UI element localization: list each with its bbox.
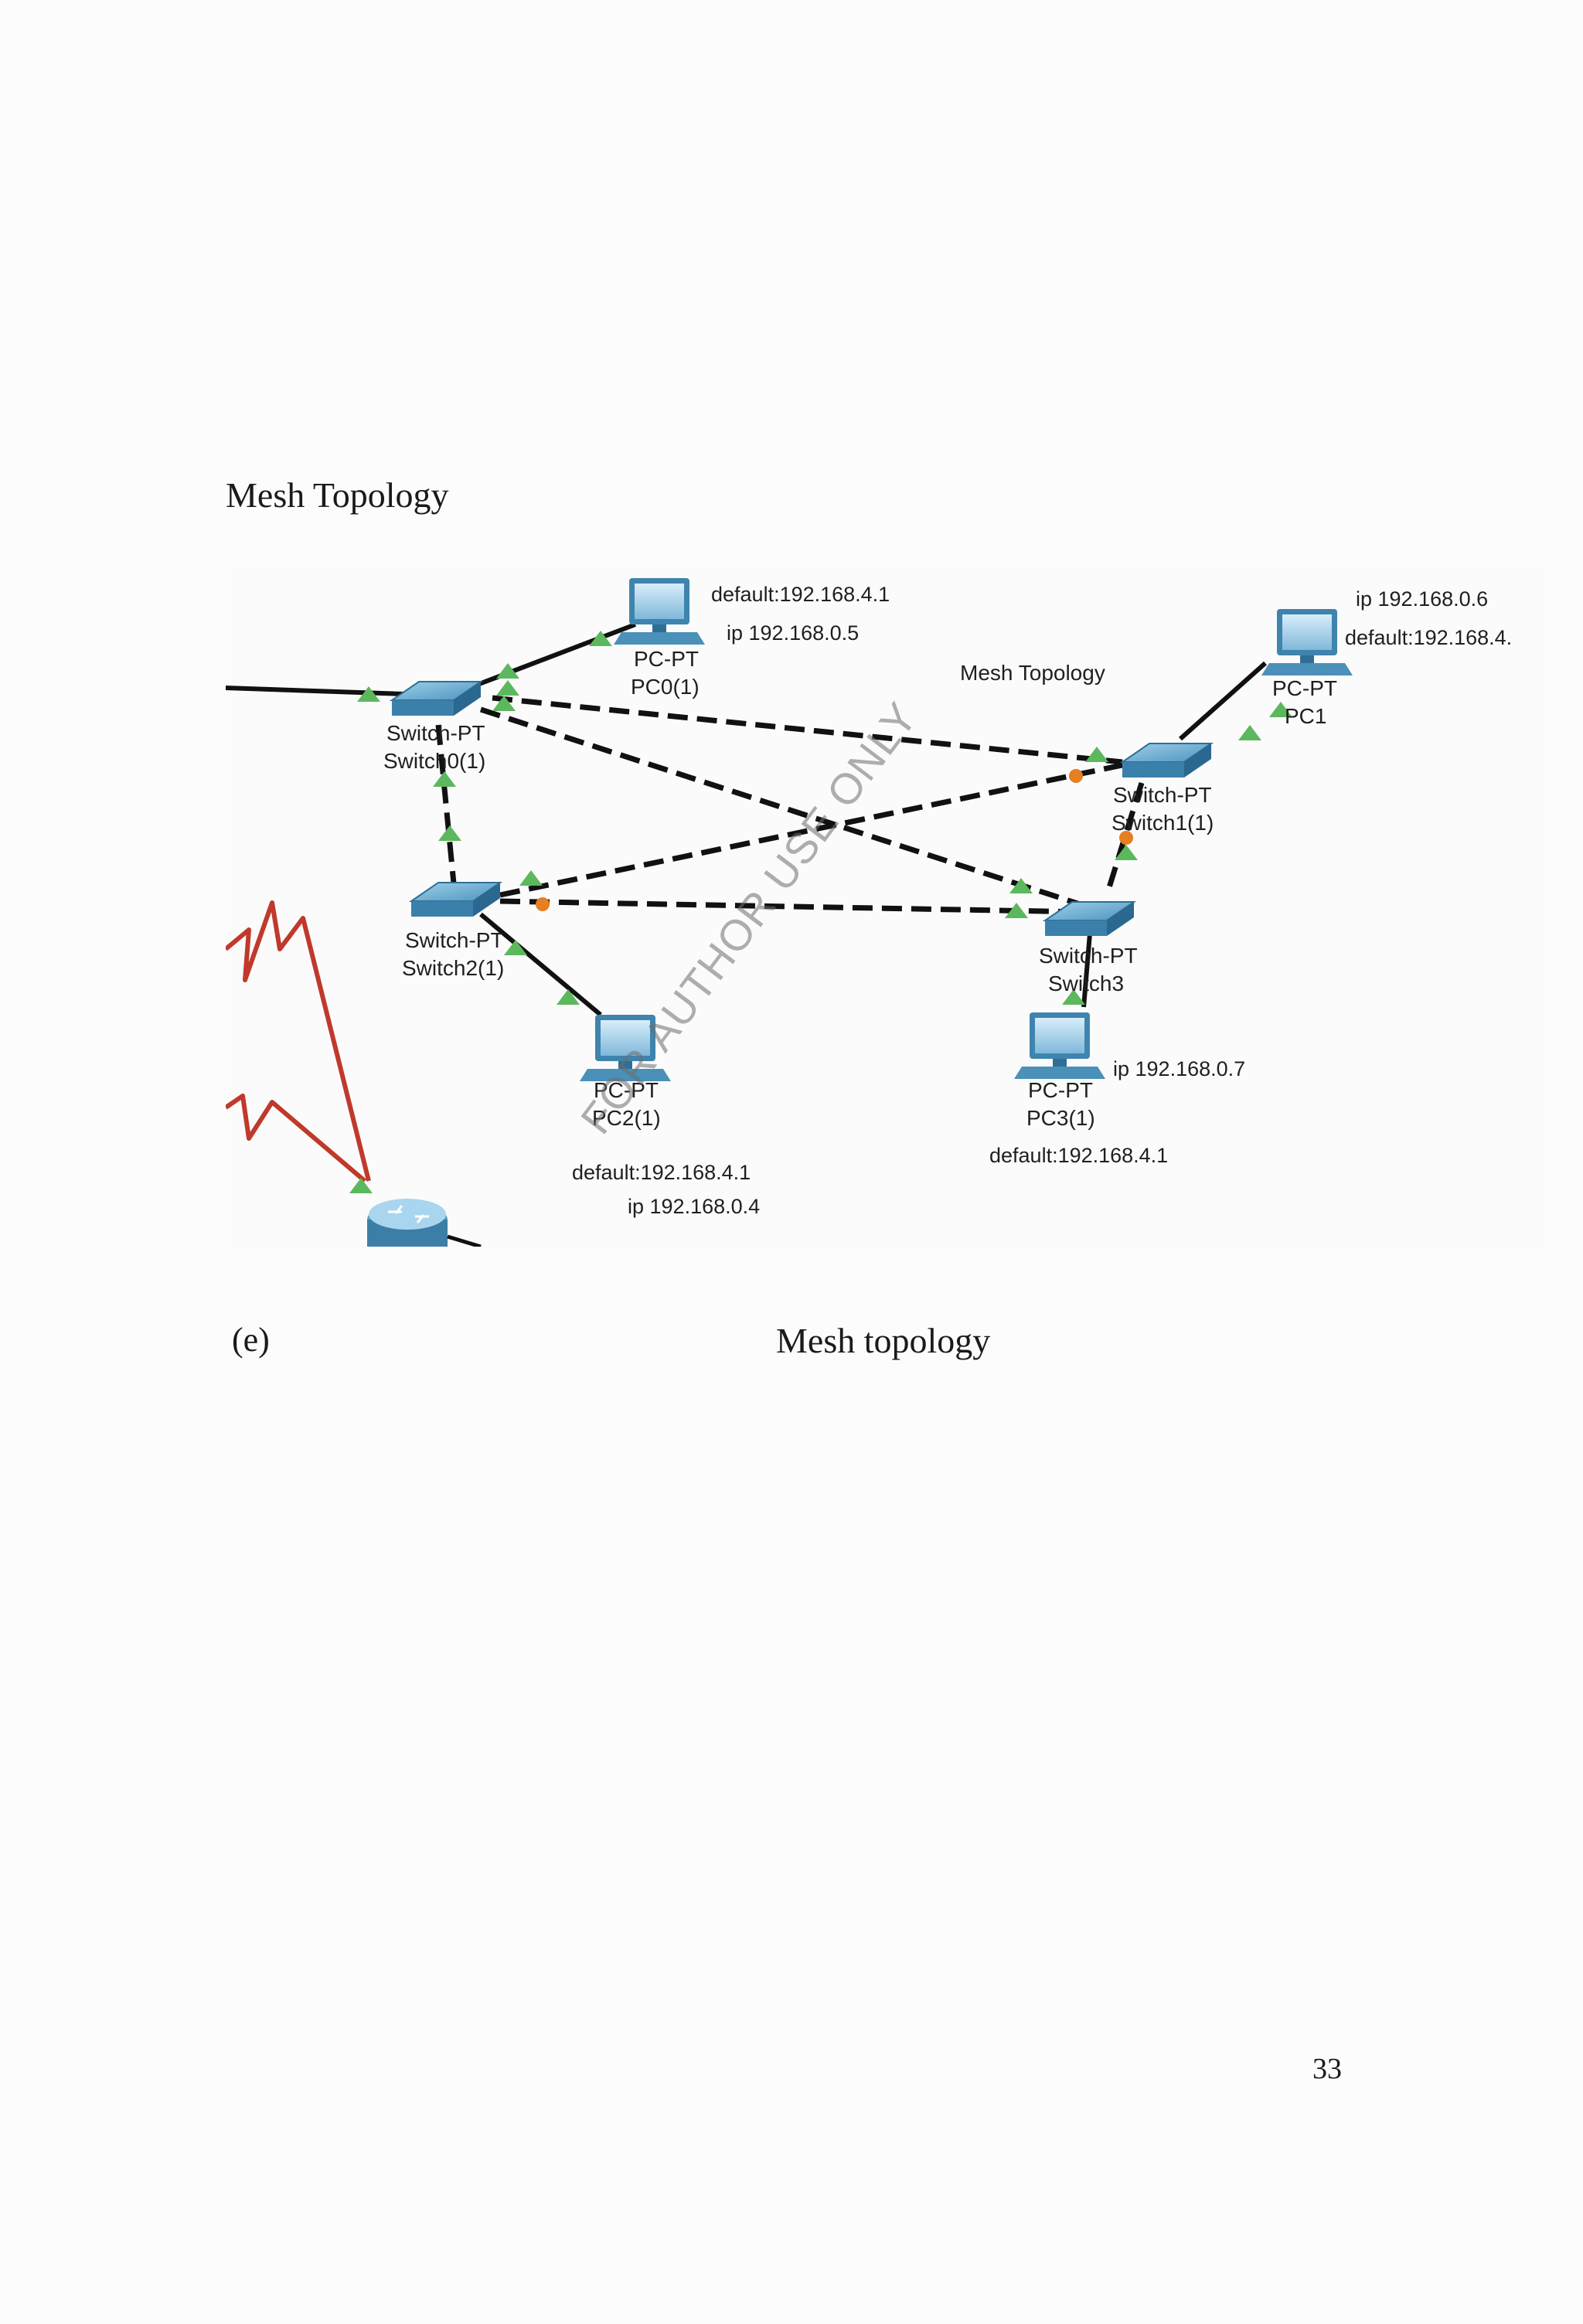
pc1-ip-address: ip 192.168.0.6	[1356, 587, 1488, 611]
switch2-name-label: Switch2(1)	[402, 956, 504, 980]
link-switch0-switch3	[479, 706, 1101, 914]
uplink-cable	[226, 686, 404, 696]
link-up-marker	[438, 825, 461, 841]
switch-icon-switch1	[1119, 743, 1214, 778]
pc2-name-label: PC2(1)	[592, 1106, 661, 1130]
link-up-marker	[349, 1178, 373, 1193]
link-pending-marker	[536, 897, 550, 911]
switch0-name-label: Switch0(1)	[383, 749, 485, 773]
switch-icon-switch3	[1042, 901, 1137, 936]
link-switch0-switch2	[435, 724, 457, 884]
page-number: 33	[1312, 2053, 1342, 2085]
switch-icon-switch0	[389, 681, 484, 716]
link-up-marker	[492, 696, 516, 711]
pc-icon-pc1	[1261, 609, 1353, 675]
link-up-marker	[1085, 747, 1108, 762]
pc3-default-gateway: default:192.168.4.1	[989, 1144, 1168, 1167]
pc-icon-pc0	[614, 578, 705, 645]
pc2-default-gateway: default:192.168.4.1	[572, 1161, 751, 1184]
link-up-marker	[519, 870, 543, 886]
link-switch1-switch3	[1104, 781, 1145, 897]
pc0-default-gateway: default:192.168.4.1	[711, 583, 890, 606]
link-switch3-pc3	[1081, 933, 1092, 1008]
switch1-type-label: Switch-PT	[1113, 783, 1212, 807]
serial-link-upper	[226, 900, 371, 1182]
link-up-marker	[1005, 903, 1028, 918]
mesh-topology-figure: Mesh Topology Switch-PT Switch0(1) Switc…	[226, 563, 1546, 1247]
link-up-marker	[1238, 725, 1261, 740]
pc0-name-label: PC0(1)	[631, 675, 700, 699]
switch-icon-switch2	[408, 882, 503, 917]
pc-icon-pc2	[580, 1015, 671, 1081]
link-up-marker	[496, 663, 519, 679]
pc-icon-pc3	[1014, 1012, 1105, 1079]
pc1-name-label: PC1	[1285, 704, 1326, 728]
link-pending-marker	[1119, 831, 1133, 845]
router-icon	[367, 1199, 482, 1247]
link-up-marker	[1009, 878, 1033, 893]
figure-caption: Mesh topology	[776, 1321, 991, 1360]
link-up-marker	[589, 631, 612, 646]
pc2-ip-address: ip 192.168.0.4	[628, 1195, 760, 1218]
link-up-marker	[357, 686, 380, 702]
link-up-marker	[496, 680, 519, 696]
link-up-marker	[504, 940, 527, 955]
pc3-ip-address: ip 192.168.0.7	[1113, 1057, 1245, 1080]
switch1-name-label: Switch1(1)	[1112, 811, 1214, 835]
link-up-marker	[1115, 845, 1138, 860]
switch0-type-label: Switch-PT	[386, 721, 485, 745]
section-heading: Mesh Topology	[226, 475, 449, 515]
figure-label: (e)	[232, 1321, 270, 1359]
pc3-name-label: PC3(1)	[1026, 1106, 1095, 1130]
link-up-marker	[557, 989, 580, 1005]
link-up-marker	[1062, 989, 1085, 1005]
switch3-name-label: Switch3	[1048, 971, 1124, 995]
pc3-type-label: PC-PT	[1028, 1078, 1093, 1102]
link-switch2-switch1	[499, 762, 1123, 898]
switch3-type-label: Switch-PT	[1039, 944, 1138, 968]
link-switch1-pc1	[1179, 661, 1267, 741]
pc1-type-label: PC-PT	[1272, 676, 1337, 700]
link-pending-marker	[1069, 769, 1083, 783]
link-switch0-switch1	[492, 695, 1123, 765]
canvas-title: Mesh Topology	[960, 661, 1105, 685]
pc1-default-gateway: default:192.168.4.	[1345, 626, 1512, 649]
link-up-marker	[433, 771, 456, 787]
serial-link-lower	[226, 1094, 366, 1183]
link-switch2-pc2	[479, 912, 602, 1017]
link-up-marker	[1269, 702, 1292, 717]
pc0-ip-address: ip 192.168.0.5	[727, 621, 859, 645]
pc0-type-label: PC-PT	[634, 647, 699, 671]
switch2-type-label: Switch-PT	[405, 928, 504, 952]
link-switch2-switch3	[499, 898, 1084, 915]
pc2-type-label: PC-PT	[594, 1078, 659, 1102]
